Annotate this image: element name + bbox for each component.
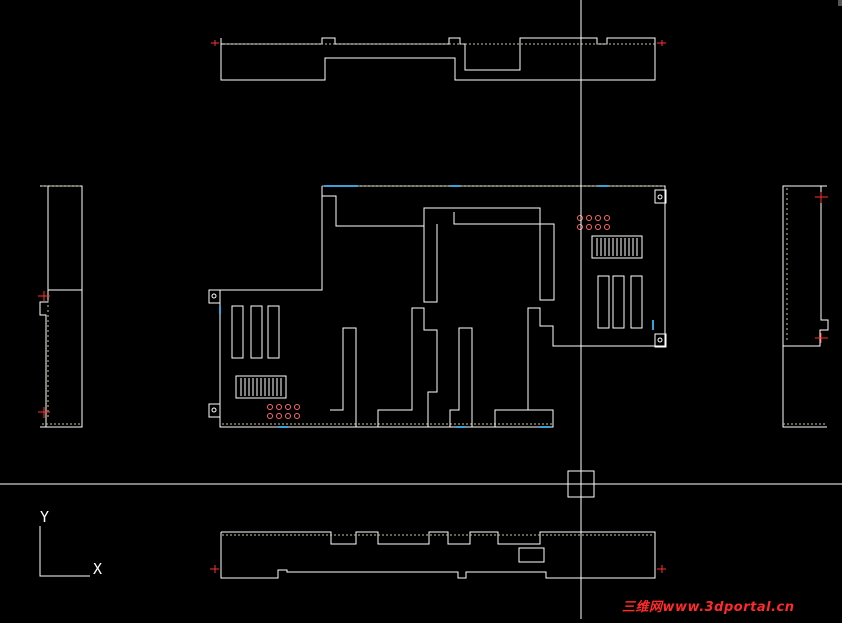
watermark-text: 三维网www.3dportal.cn — [622, 600, 795, 615]
plan-inner-channel-b — [453, 212, 540, 225]
plan-lug-lower-right — [654, 333, 667, 348]
right-view-outline — [782, 185, 827, 428]
plan-lug-hole-upper-right — [657, 194, 663, 200]
plan-inner-upper-wall — [322, 195, 555, 301]
right-view-inner-step — [783, 186, 829, 347]
ucs-y-label: Y — [40, 508, 49, 526]
bottom-view-cutout — [518, 547, 545, 563]
plan-lug-upper-right — [654, 189, 667, 204]
plan-lug-lower-left — [208, 403, 221, 418]
right-side-view[interactable] — [782, 185, 829, 428]
plan-lug-upper-left — [208, 289, 221, 304]
left-view-outline — [40, 185, 83, 428]
crosshair-pickbox — [567, 470, 595, 498]
plan-slot-1 — [330, 327, 357, 427]
connector-block-right-1 — [597, 275, 610, 329]
connector-block-left-2 — [250, 305, 263, 359]
connector-block-left-1 — [231, 305, 244, 359]
top-elevation-view[interactable] — [211, 37, 666, 81]
ucs-axes — [39, 526, 90, 577]
plan-lug-hole-lower-right — [657, 337, 663, 343]
hole-cluster-right — [577, 215, 610, 230]
ucs-icon: Y X — [39, 508, 102, 578]
ucs-x-label: X — [93, 560, 102, 578]
plan-inner-channel-a — [423, 224, 438, 303]
pin-header-left — [235, 375, 287, 399]
bottom-elevation-view[interactable] — [210, 531, 666, 579]
plan-lug-hole-upper-left — [211, 293, 217, 299]
bottom-view-outline — [220, 531, 656, 579]
plan-slot-2 — [377, 307, 438, 427]
connector-block-left-3 — [267, 305, 280, 359]
plan-outer-outline — [219, 185, 666, 428]
corner-mark — [838, 0, 842, 6]
connector-block-right-3 — [630, 275, 643, 329]
main-plan-view[interactable] — [208, 185, 667, 428]
pin-header-right — [591, 235, 643, 259]
plan-slot-4 — [494, 409, 528, 427]
connector-block-right-2 — [612, 275, 625, 329]
plan-slot-3 — [449, 327, 473, 427]
left-side-view[interactable] — [38, 185, 83, 428]
hole-cluster-left — [267, 404, 300, 419]
plan-lug-hole-lower-left — [211, 407, 217, 413]
